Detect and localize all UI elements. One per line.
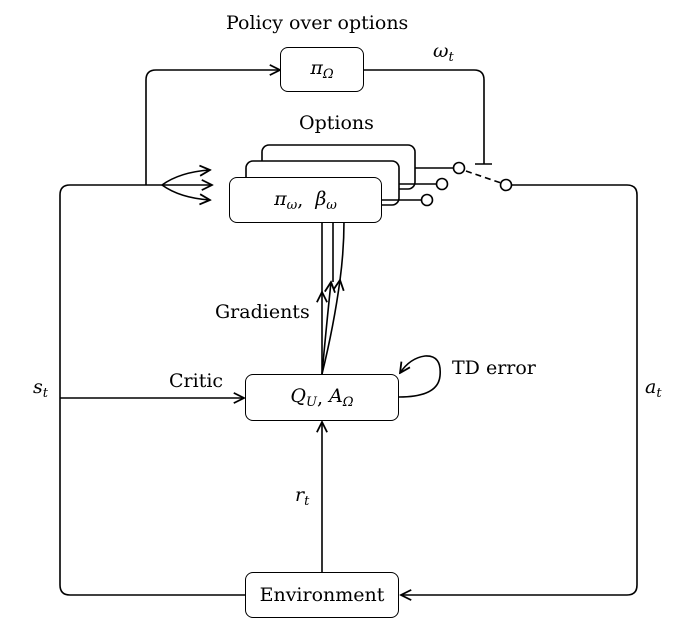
critic-box: QU, AΩ	[245, 374, 399, 421]
omega-t-label: ωt	[433, 40, 454, 65]
options-title: Options	[299, 112, 374, 134]
policy-over-options-box: πΩ	[280, 47, 364, 92]
policy-over-options-title: Policy over options	[226, 12, 409, 34]
gradient-edge-3	[321, 280, 340, 375]
option-separator: ,	[297, 189, 316, 211]
policy-over-options-symbol: πΩ	[310, 57, 334, 82]
a-t-label: at	[645, 376, 662, 401]
state-to-option-1-edge	[146, 170, 210, 186]
switch-terminal-3	[420, 193, 434, 207]
switch-lever	[465, 170, 502, 184]
option-policy-symbol: πω	[274, 187, 298, 213]
gradient-line-c	[339, 220, 345, 281]
option-box-front: πω, βω	[229, 177, 382, 223]
state-edge-left	[59, 184, 245, 596]
state-to-option-3-edge	[161, 184, 210, 200]
option-termination-symbol: βω	[315, 187, 337, 213]
s-t-label: st	[33, 376, 48, 401]
state-to-policy-edge	[145, 70, 280, 185]
critic-a-symbol: AΩ	[329, 385, 354, 410]
switch-terminal-action	[499, 178, 513, 192]
switch-terminal-2	[435, 177, 449, 191]
environment-box: Environment	[245, 572, 399, 618]
action-edge	[401, 184, 638, 595]
gradient-edge-2	[321, 282, 331, 375]
td-error-label: TD error	[452, 357, 536, 379]
critic-q-symbol: QU	[290, 385, 317, 410]
switch-terminal-1	[452, 161, 466, 175]
r-t-label: rt	[295, 484, 310, 509]
critic-separator: ,	[316, 386, 330, 409]
critic-title: Critic	[169, 370, 224, 392]
omega-edge	[364, 69, 485, 164]
gradients-label: Gradients	[215, 301, 310, 323]
td-error-loop	[399, 355, 442, 398]
environment-label: Environment	[259, 584, 385, 606]
